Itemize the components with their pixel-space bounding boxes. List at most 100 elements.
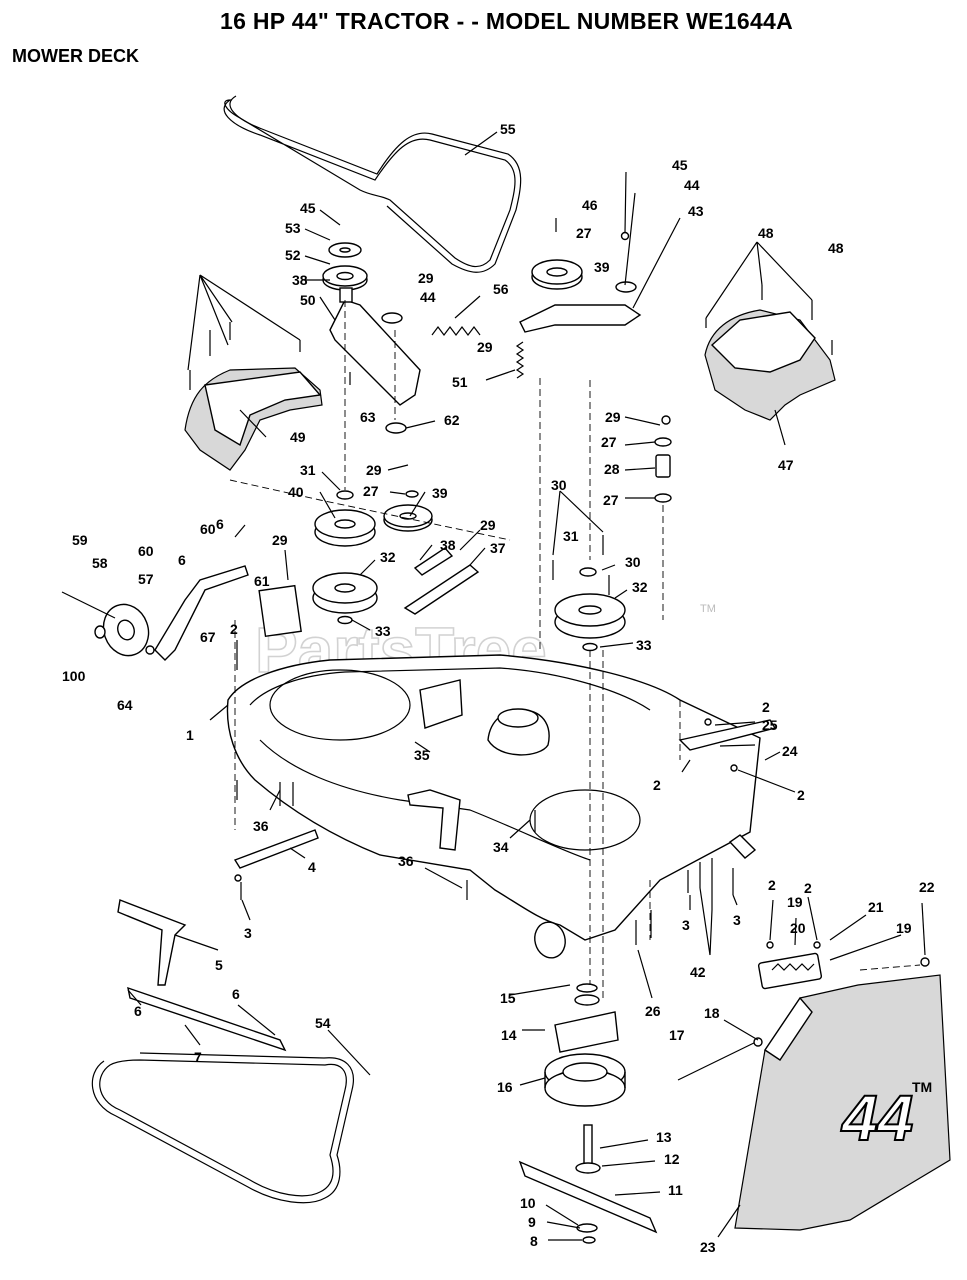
callout: 20 [790,920,806,936]
callout: 49 [290,429,306,445]
deck-decal-trademark: TM [912,1079,932,1095]
callout: 27 [603,492,619,508]
gauge-wheel-assembly [61,565,302,661]
callout: 6 [134,1003,142,1019]
blade-spindle-assembly [518,921,658,1244]
callout: 16 [497,1079,513,1095]
callout: 38 [440,537,456,553]
callout: 48 [828,240,844,256]
callout: 39 [432,485,448,501]
callout: 30 [551,477,567,493]
lower-drive-belt [91,1052,354,1204]
callout: 27 [363,483,379,499]
callout: 2 [768,877,776,893]
callout: 17 [669,1027,685,1043]
callout: 27 [576,225,592,241]
blade-shield-left-49 [184,367,323,471]
callout: 60 [200,521,216,537]
callout: 29 [272,532,288,548]
idler-bracket-50 [322,242,421,406]
deck-size-decal: 44 [840,1082,913,1154]
callout: 50 [300,292,316,308]
callout: 2 [804,880,812,896]
callout-labels: 55 45 53 52 38 50 29 44 56 46 27 39 45 4… [62,121,935,1255]
callout: 12 [664,1151,680,1167]
callout: 29 [477,339,493,355]
callout: 44 [420,289,436,305]
callout: 32 [632,579,648,595]
callout: 18 [704,1005,720,1021]
callout: 11 [668,1182,683,1198]
callout: 19 [787,894,803,910]
callout: 2 [797,787,805,803]
springs [431,326,525,379]
callout: 60 [138,543,154,559]
callout: 63 [360,409,376,425]
callout: 15 [500,990,516,1006]
callout: 24 [782,743,798,759]
callout: 36 [398,853,414,869]
callout: 6 [178,552,186,568]
callout: 36 [253,818,269,834]
callout: 52 [285,247,301,263]
callout: 6 [232,986,240,1002]
callout: 51 [452,374,468,390]
callout: 9 [528,1214,536,1230]
callout: 56 [493,281,509,297]
callout: 6 [216,516,224,532]
callout: 22 [919,879,935,895]
callout: 25 [762,717,778,733]
callout: 30 [625,554,641,570]
callout: 1 [186,727,194,743]
callout: 55 [500,121,516,137]
hardware-top [381,312,672,503]
mower-deck-housing [226,654,777,941]
callout: 53 [285,220,301,236]
callout: 4 [308,859,316,875]
callout: 59 [72,532,88,548]
leader-lines [127,131,926,1241]
callout: 31 [300,462,316,478]
callout: 58 [92,555,108,571]
callout: 44 [684,177,700,193]
callout: 54 [315,1015,331,1031]
watermark-trademark: TM [700,603,716,615]
assembly-guide-lines [229,300,921,1000]
discharge-deflector: 44 TM [677,952,951,1231]
callout: 43 [688,203,704,219]
spindle-pulley-right [554,567,626,652]
callout: 64 [117,697,133,713]
callout: 31 [563,528,579,544]
callout: 29 [605,409,621,425]
callout: 27 [601,434,617,450]
upper-drive-belt [223,95,522,273]
callout: 40 [288,484,304,500]
callout: 19 [896,920,912,936]
callout: 62 [444,412,460,428]
callout: 13 [656,1129,672,1145]
callout: 23 [700,1239,716,1255]
callout: 47 [778,457,794,473]
callout: 2 [653,777,661,793]
idler-bracket-37 [403,547,480,615]
callout: 26 [645,1003,661,1019]
callout: 29 [480,517,496,533]
callout: 33 [375,623,391,639]
callout: 37 [490,540,506,556]
callout: 3 [733,912,741,928]
callout: 7 [194,1049,202,1065]
callout: 34 [493,839,509,855]
callout: 2 [230,621,238,637]
callout: 14 [501,1027,517,1043]
callout: 67 [200,629,216,645]
callout: 33 [636,637,652,653]
callout: 2 [762,699,770,715]
deck-brackets-left [117,789,461,1052]
callout: 39 [594,259,610,275]
callout: 29 [418,270,434,286]
callout: 46 [582,197,598,213]
callout: 45 [300,200,316,216]
callout: 42 [690,964,706,980]
callout: 28 [604,461,620,477]
